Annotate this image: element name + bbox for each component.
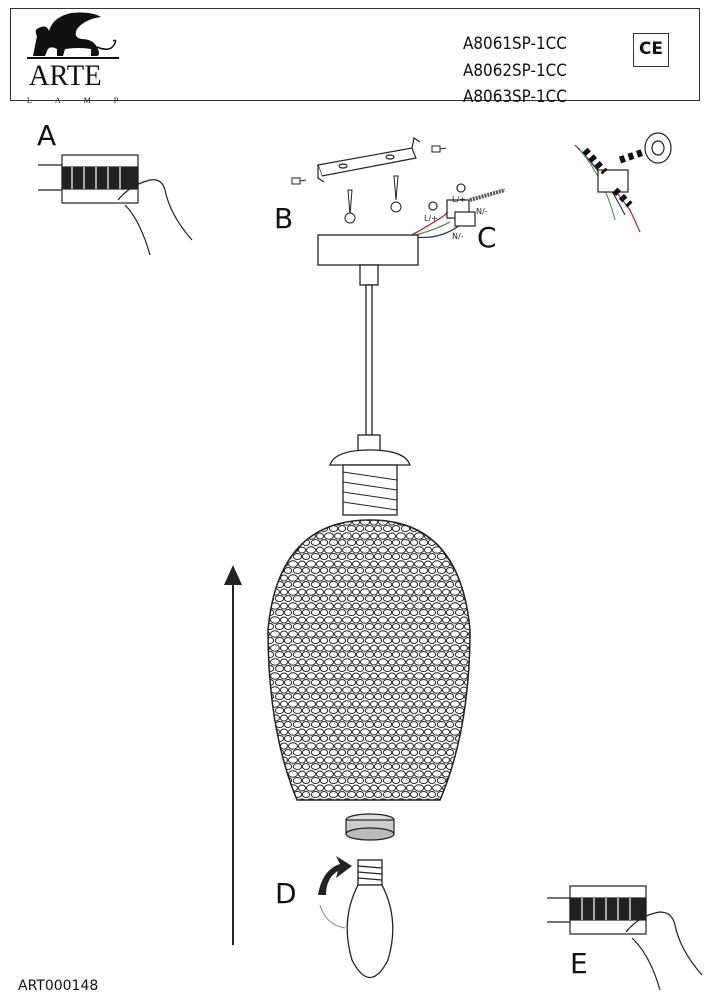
screw-icon <box>291 145 447 224</box>
step-label-d: D <box>275 877 297 910</box>
brand-subtitle: LAMP <box>27 96 142 105</box>
shade-ring <box>345 813 395 841</box>
terminal-block-step-e-icon <box>547 885 703 991</box>
rotate-arrow-icon <box>318 856 352 929</box>
light-bulb-icon <box>346 859 394 978</box>
model-number: A8061SP-1CC <box>463 34 567 53</box>
ceiling-canopy <box>317 234 419 436</box>
live-label: L/+ <box>424 214 438 223</box>
step-label-b: B <box>274 202 294 235</box>
pebble-glass-shade <box>267 519 471 801</box>
winged-lion-logo-icon <box>27 12 119 59</box>
neutral-label: N/- <box>476 207 488 216</box>
brand-name: ARTE <box>28 59 102 92</box>
document-code: ART000148 <box>18 978 99 994</box>
lamp-socket <box>329 434 411 516</box>
header-box: ARTE LAMP A8061SP-1CC A8062SP-1CC A8063S… <box>10 8 700 106</box>
insulating-tape-icon <box>574 132 672 233</box>
step-label-a: A <box>37 119 57 152</box>
terminal-block-step-a-icon <box>38 154 193 256</box>
ce-mark: CE <box>633 33 669 67</box>
neutral-label: N/- <box>452 232 464 241</box>
mounting-bracket-icon <box>317 137 421 183</box>
model-list: A8061SP-1CC A8062SP-1CC A8063SP-1CC <box>463 31 567 111</box>
step-label-e: E <box>570 947 588 980</box>
model-number: A8063SP-1CC <box>463 87 567 106</box>
model-number: A8062SP-1CC <box>463 60 567 80</box>
up-arrow-icon <box>224 565 242 945</box>
wiring-icon <box>409 183 506 239</box>
live-label: L/+ <box>452 195 466 204</box>
step-label-c: C <box>477 221 497 254</box>
